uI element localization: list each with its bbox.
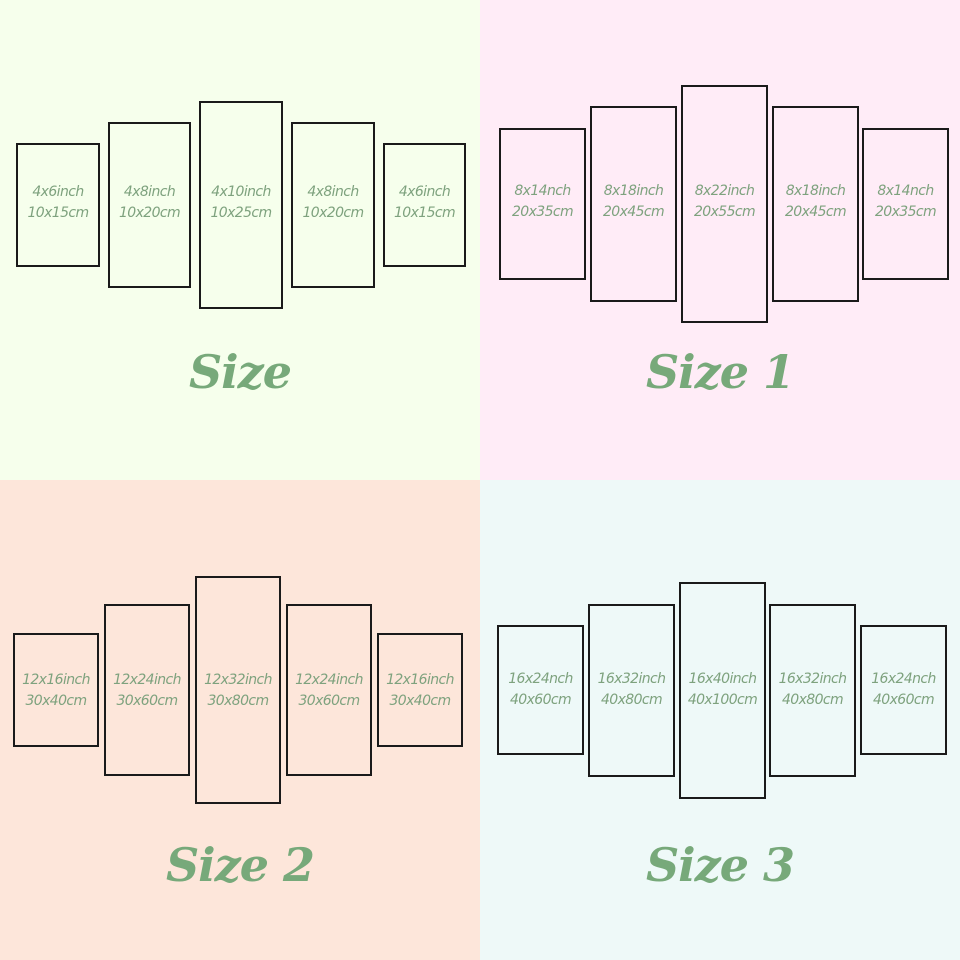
- size-title: Size 2: [165, 838, 315, 892]
- canvas-panel: 4x8inch 10x20cm: [108, 122, 191, 288]
- panel-cm-label: 20x45cm: [784, 204, 847, 220]
- canvas-panel: 8x22inch 20x55cm: [681, 85, 768, 323]
- size-title: Size 3: [645, 838, 795, 892]
- canvas-panel: 8x14nch 20x35cm: [499, 128, 586, 280]
- panel-inch-label: 12x24inch: [295, 672, 363, 688]
- size-group-1: 8x14nch 20x35cm 8x18inch 20x45cm 8x22inc…: [480, 0, 960, 480]
- panel-inch-label: 12x24inch: [113, 672, 181, 688]
- size-group-2: 12x16inch 30x40cm 12x24inch 30x60cm 12x3…: [0, 480, 480, 960]
- size-title: Size 1: [645, 345, 795, 399]
- panel-cm-label: 30x60cm: [116, 693, 178, 709]
- panel-inch-label: 12x32inch: [204, 672, 272, 688]
- panel-cm-label: 40x60cm: [509, 692, 572, 708]
- panel-inch-label: 16x32inch: [597, 671, 666, 687]
- panel-cm-label: 40x80cm: [781, 692, 844, 708]
- canvas-panel: 12x32inch 30x80cm: [195, 576, 281, 804]
- panel-inch-label: 12x16inch: [386, 672, 454, 688]
- panel-cm-label: 10x15cm: [27, 205, 89, 221]
- canvas-panel: 12x16inch 30x40cm: [13, 633, 99, 747]
- panel-cm-label: 20x55cm: [693, 204, 756, 220]
- canvas-panel: 16x24nch 40x60cm: [497, 625, 584, 755]
- canvas-panel: 16x40inch 40x100cm: [679, 582, 766, 799]
- canvas-panel: 4x6inch 10x15cm: [383, 143, 466, 267]
- panel-cm-label: 40x80cm: [600, 692, 663, 708]
- panel-cm-label: 20x35cm: [511, 204, 574, 220]
- canvas-panel: 16x32inch 40x80cm: [769, 604, 856, 777]
- canvas-panel: 16x24nch 40x60cm: [860, 625, 947, 755]
- panel-cm-label: 20x45cm: [602, 204, 665, 220]
- size-title: Size: [188, 345, 292, 399]
- panel-inch-label: 8x14nch: [514, 183, 571, 199]
- panel-cm-label: 10x25cm: [210, 205, 272, 221]
- size-group-3: 16x24nch 40x60cm 16x32inch 40x80cm 16x40…: [480, 480, 960, 960]
- panel-cm-label: 30x80cm: [207, 693, 269, 709]
- panel-cm-label: 30x40cm: [389, 693, 451, 709]
- panel-inch-label: 16x24nch: [508, 671, 573, 687]
- panel-cm-label: 40x100cm: [687, 692, 758, 708]
- panel-cm-label: 10x20cm: [118, 205, 181, 221]
- canvas-panel: 16x32inch 40x80cm: [588, 604, 675, 777]
- panel-inch-label: 8x18inch: [603, 183, 664, 199]
- canvas-panel: 8x18inch 20x45cm: [772, 106, 859, 302]
- canvas-panel: 4x6inch 10x15cm: [16, 143, 100, 267]
- canvas-panel: 12x24inch 30x60cm: [286, 604, 372, 776]
- canvas-panel: 12x24inch 30x60cm: [104, 604, 190, 776]
- size-group-0: 4x6inch 10x15cm 4x8inch 10x20cm 4x10inch…: [0, 0, 480, 480]
- panel-cm-label: 20x35cm: [874, 204, 937, 220]
- canvas-panel: 4x10inch 10x25cm: [199, 101, 283, 309]
- panel-cm-label: 30x60cm: [298, 693, 360, 709]
- panel-inch-label: 4x10inch: [211, 184, 271, 200]
- canvas-panel: 4x8inch 10x20cm: [291, 122, 375, 288]
- panel-cm-label: 40x60cm: [872, 692, 935, 708]
- canvas-panel: 8x18inch 20x45cm: [590, 106, 677, 302]
- panel-cm-label: 30x40cm: [25, 693, 87, 709]
- panel-inch-label: 12x16inch: [22, 672, 90, 688]
- canvas-panel: 8x14nch 20x35cm: [862, 128, 949, 280]
- panel-inch-label: 4x6inch: [398, 184, 451, 200]
- panel-inch-label: 4x8inch: [123, 184, 176, 200]
- panel-cm-label: 10x15cm: [393, 205, 456, 221]
- panel-cm-label: 10x20cm: [302, 205, 364, 221]
- panel-inch-label: 16x40inch: [688, 671, 757, 687]
- panel-inch-label: 4x8inch: [307, 184, 359, 200]
- panel-inch-label: 8x18inch: [785, 183, 846, 199]
- panel-inch-label: 16x24nch: [871, 671, 936, 687]
- panel-inch-label: 16x32inch: [778, 671, 847, 687]
- panel-inch-label: 8x22inch: [694, 183, 755, 199]
- panel-inch-label: 8x14nch: [877, 183, 934, 199]
- panel-inch-label: 4x6inch: [32, 184, 84, 200]
- canvas-panel: 12x16inch 30x40cm: [377, 633, 463, 747]
